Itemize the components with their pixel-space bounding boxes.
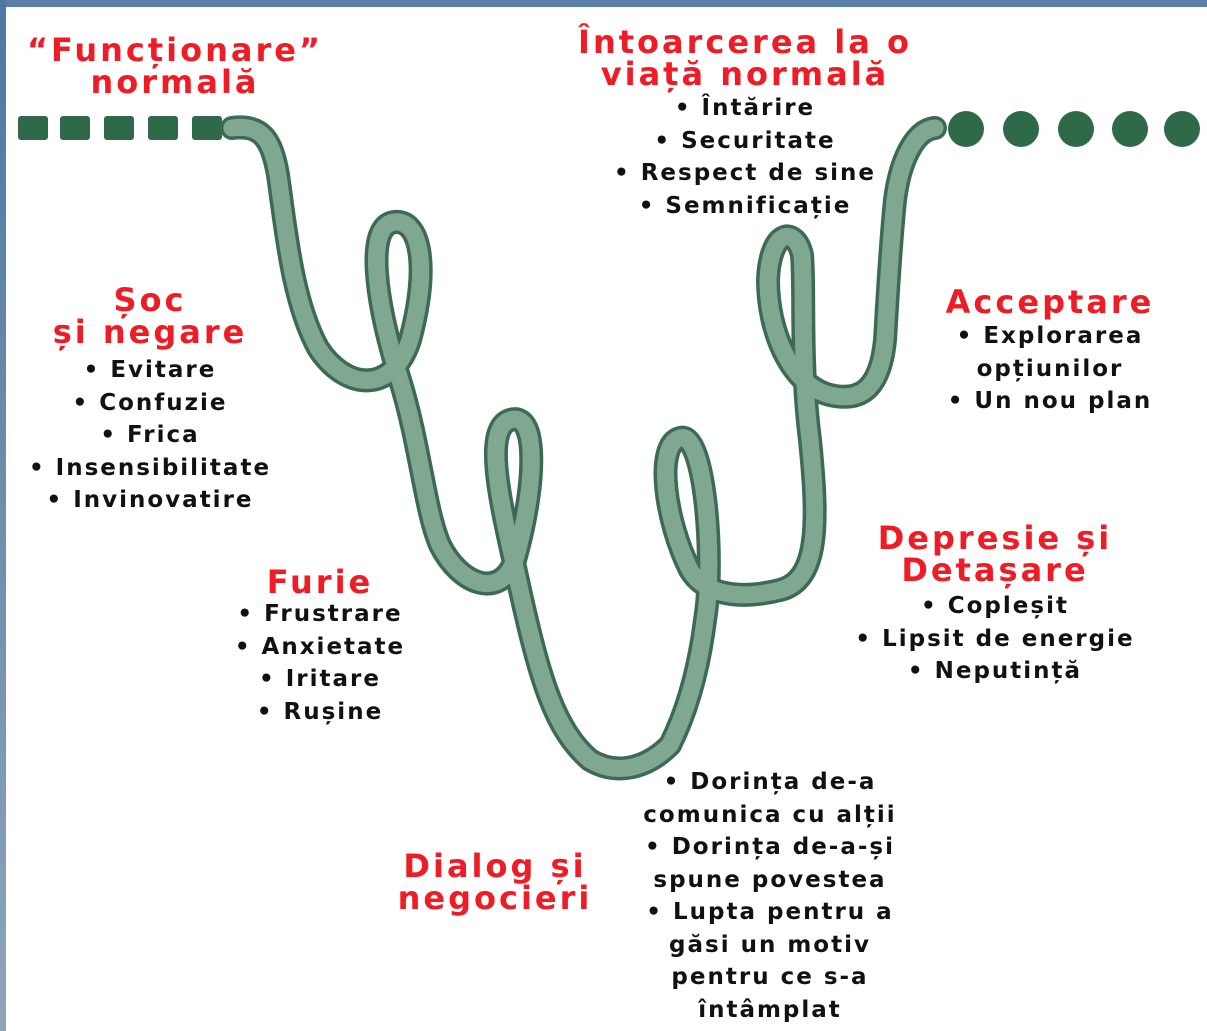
list-item: comunica cu alții [643, 801, 897, 828]
list-item: întâmplat [698, 996, 842, 1023]
circle-marker [1003, 111, 1039, 147]
stage-normal-title-line2: normală [90, 63, 260, 101]
list-item: • Evitare [83, 357, 217, 383]
stage-anger-title: Furie [266, 563, 374, 601]
square-marker [148, 116, 178, 140]
list-item: • Confuzie [72, 389, 228, 416]
stage-return-title-line1: Întoarcerea la o [578, 23, 912, 61]
list-item: • Copleșit [921, 593, 1069, 619]
list-item: • Securitate [654, 127, 836, 154]
stage-return-items: • Întărire • Securitate • Respect de sin… [550, 92, 940, 222]
stage-depression-title-line2: Detașare [901, 551, 1089, 589]
list-item: • Frica [100, 422, 200, 448]
list-item: • Rușine [256, 698, 384, 725]
stage-depression: Depresie și Detașare • Copleșit • Lipsit… [820, 522, 1170, 688]
normal-square-markers [18, 116, 222, 140]
list-item: • Un nou plan [947, 388, 1153, 414]
list-item: • Semnificație [638, 192, 852, 219]
stage-normal-title-line1: “Funcționare” [27, 31, 323, 69]
circle-marker [1164, 111, 1200, 147]
stage-acceptance-title: Acceptare [945, 283, 1155, 321]
stage-shock: Șoc și negare • Evitare • Confuzie • Fri… [0, 284, 300, 517]
list-item: • Anxietate [234, 633, 406, 660]
square-marker [104, 116, 134, 140]
list-item: • Insensibilitate [28, 454, 272, 481]
list-item: • Dorința de-a [663, 769, 877, 795]
frame-left-border [0, 0, 6, 1031]
square-marker [60, 116, 90, 140]
stage-shock-title-line2: și negare [52, 313, 248, 351]
stage-bargaining-items: • Dorința de-a comunica cu alții • Dorin… [605, 766, 935, 1026]
stage-bargaining-title-line2: negocieri [397, 879, 593, 917]
list-item: • Invinovatire [46, 487, 254, 513]
circle-marker [948, 111, 984, 147]
list-item: pentru ce s-a [671, 964, 869, 990]
stage-anger: Furie • Frustrare • Anxietate • Iritare … [205, 566, 435, 728]
ribbon-fill [223, 118, 944, 777]
square-marker [18, 116, 48, 140]
list-item: găsi un motiv [669, 931, 871, 958]
stage-acceptance-items: • Explorarea opțiunilor • Un nou plan [920, 320, 1180, 418]
list-item: • Iritare [259, 666, 381, 692]
list-item: spune povestea [653, 866, 887, 893]
list-item: • Lupta pentru a [646, 899, 894, 925]
stage-return: Întoarcerea la o viață normală • Întărir… [550, 26, 940, 222]
stage-anger-items: • Frustrare • Anxietate • Iritare • Ruși… [205, 598, 435, 728]
stage-normal: “Funcționare” normală [10, 34, 340, 98]
stage-bargaining-details: • Dorința de-a comunica cu alții • Dorin… [605, 766, 935, 1026]
list-item: opțiunilor [976, 355, 1124, 382]
stage-shock-title-line1: Șoc [113, 281, 187, 319]
list-item: • Neputință [907, 658, 1083, 684]
list-item: • Dorința de-a-și [645, 834, 895, 860]
list-item: • Explorarea [956, 323, 1144, 349]
stage-depression-items: • Copleșit • Lipsit de energie • Neputin… [820, 590, 1170, 688]
circle-marker [1112, 111, 1148, 147]
stage-depression-title-line1: Depresie și [877, 519, 1113, 557]
square-marker [192, 116, 222, 140]
list-item: • Frustrare [237, 601, 403, 627]
list-item: • Respect de sine [613, 160, 877, 186]
list-item: • Întărire [674, 95, 816, 121]
circle-marker [1058, 111, 1094, 147]
frame-top-border [0, 0, 1207, 7]
stage-return-title-line2: viață normală [600, 55, 890, 93]
list-item: • Lipsit de energie [855, 625, 1135, 652]
stage-acceptance: Acceptare • Explorarea opțiunilor • Un n… [920, 286, 1180, 418]
stage-bargaining-title: Dialog și negocieri [390, 850, 600, 914]
stage-shock-items: • Evitare • Confuzie • Frica • Insensibi… [0, 354, 300, 517]
return-circle-markers [948, 111, 1200, 147]
stage-bargaining-title-line1: Dialog și [403, 847, 587, 885]
